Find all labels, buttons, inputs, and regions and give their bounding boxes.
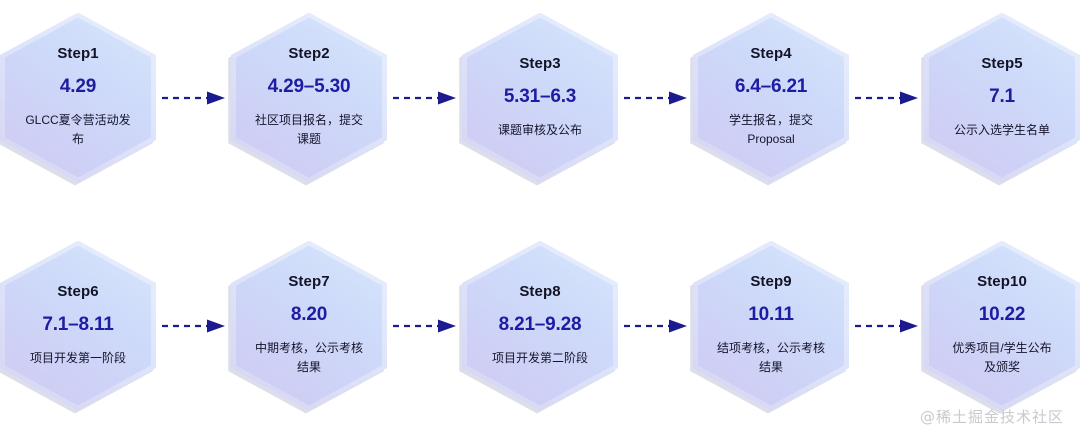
dashed-arrow-right-icon	[623, 319, 687, 332]
node-content: Step4 6.4–6.21 学生报名，提交Proposal	[693, 13, 849, 183]
hexagon-fill	[236, 17, 382, 178]
step-description: 公示入选学生名单	[953, 122, 1050, 137]
step-date: 7.1–8.11	[42, 313, 114, 335]
flow-node-step8[interactable]: Step8 8.21–9.28 项目开发第二阶段	[459, 240, 618, 414]
dashed-arrow-right-icon	[623, 91, 687, 104]
step-label: Step5	[981, 54, 1023, 72]
node-content: Step2 4.29–5.30 社区项目报名，提交课题	[231, 13, 387, 183]
node-content: Step5 7.1 公示入选学生名单	[924, 13, 1080, 183]
connector-arrow-8-9	[618, 319, 693, 333]
node-content: Step8 8.21–9.28 项目开发第二阶段	[462, 241, 618, 411]
step-description: 项目开发第二阶段	[491, 350, 588, 365]
flow-node-step5[interactable]: Step5 7.1 公示入选学生名单	[921, 12, 1080, 186]
node-content: Step3 5.31–6.3 课题审核及公布	[462, 13, 618, 183]
dashed-arrow-right-icon	[161, 91, 225, 104]
step-label: Step10	[977, 273, 1027, 291]
flow-row-1: Step1 4.29 GLCC夏令营活动发布 Step2 4.29–5.30 社…	[0, 10, 1080, 186]
flow-node-step1[interactable]: Step1 4.29 GLCC夏令营活动发布	[0, 12, 156, 186]
flow-row-2: Step6 7.1–8.11 项目开发第一阶段 Step7 8.20 中期考核，…	[0, 238, 1080, 414]
step-date: 10.11	[748, 304, 794, 326]
node-content: Step1 4.29 GLCC夏令营活动发布	[0, 13, 156, 183]
step-date: 5.31–6.3	[503, 85, 577, 107]
connector-arrow-1-2	[156, 91, 231, 105]
connector-arrow-4-5	[849, 91, 924, 105]
flow-node-step4[interactable]: Step4 6.4–6.21 学生报名，提交Proposal	[690, 12, 849, 186]
step-date: 7.1	[989, 85, 1015, 107]
dashed-arrow-right-icon	[854, 319, 918, 332]
step-date: 10.22	[978, 304, 1026, 326]
step-description: 中期考核，公示考核结果	[254, 341, 363, 374]
step-date: 8.21–9.28	[498, 313, 582, 335]
node-content: Step6 7.1–8.11 项目开发第一阶段	[0, 241, 156, 411]
step-label: Step9	[750, 273, 792, 291]
step-description: 学生报名，提交Proposal	[728, 113, 813, 146]
step-description: 项目开发第一阶段	[29, 350, 126, 365]
node-content: Step9 10.11 结项考核，公示考核结果	[693, 241, 849, 411]
step-label: Step7	[288, 273, 330, 291]
step-description: 社区项目报名，提交课题	[254, 113, 363, 146]
step-date: 6.4–6.21	[734, 76, 808, 98]
flow-node-step6[interactable]: Step6 7.1–8.11 项目开发第一阶段	[0, 240, 156, 414]
connector-arrow-3-4	[618, 91, 693, 105]
step-label: Step3	[519, 54, 561, 72]
connector-arrow-6-7	[156, 319, 231, 333]
flow-node-step9[interactable]: Step9 10.11 结项考核，公示考核结果	[690, 240, 849, 414]
dashed-arrow-right-icon	[161, 319, 225, 332]
dashed-arrow-right-icon	[392, 91, 456, 104]
step-date: 4.29	[59, 76, 97, 98]
node-content: Step7 8.20 中期考核，公示考核结果	[231, 241, 387, 411]
step-label: Step6	[57, 282, 99, 300]
connector-arrow-9-10	[849, 319, 924, 333]
dashed-arrow-right-icon	[392, 319, 456, 332]
step-description: 结项考核，公示考核结果	[716, 341, 825, 374]
hexagon-fill	[5, 17, 151, 178]
flow-node-step10[interactable]: Step10 10.22 优秀项目/学生公布及颁奖	[921, 240, 1080, 414]
connector-arrow-2-3	[387, 91, 462, 105]
flow-node-step3[interactable]: Step3 5.31–6.3 课题审核及公布	[459, 12, 618, 186]
step-label: Step2	[288, 45, 330, 63]
dashed-arrow-right-icon	[854, 91, 918, 104]
node-content: Step10 10.22 优秀项目/学生公布及颁奖	[924, 241, 1080, 411]
step-description: 优秀项目/学生公布及颁奖	[952, 341, 1052, 374]
connector-arrow-7-8	[387, 319, 462, 333]
watermark: @稀土掘金技术社区	[919, 408, 1064, 426]
step-label: Step4	[750, 45, 792, 63]
step-date: 8.20	[290, 304, 328, 326]
step-date: 4.29–5.30	[267, 76, 351, 98]
step-label: Step8	[519, 282, 561, 300]
flow-node-step2[interactable]: Step2 4.29–5.30 社区项目报名，提交课题	[228, 12, 387, 186]
step-description: GLCC夏令营活动发布	[25, 113, 131, 146]
flow-node-step7[interactable]: Step7 8.20 中期考核，公示考核结果	[228, 240, 387, 414]
step-description: 课题审核及公布	[497, 122, 582, 137]
step-label: Step1	[57, 45, 99, 63]
